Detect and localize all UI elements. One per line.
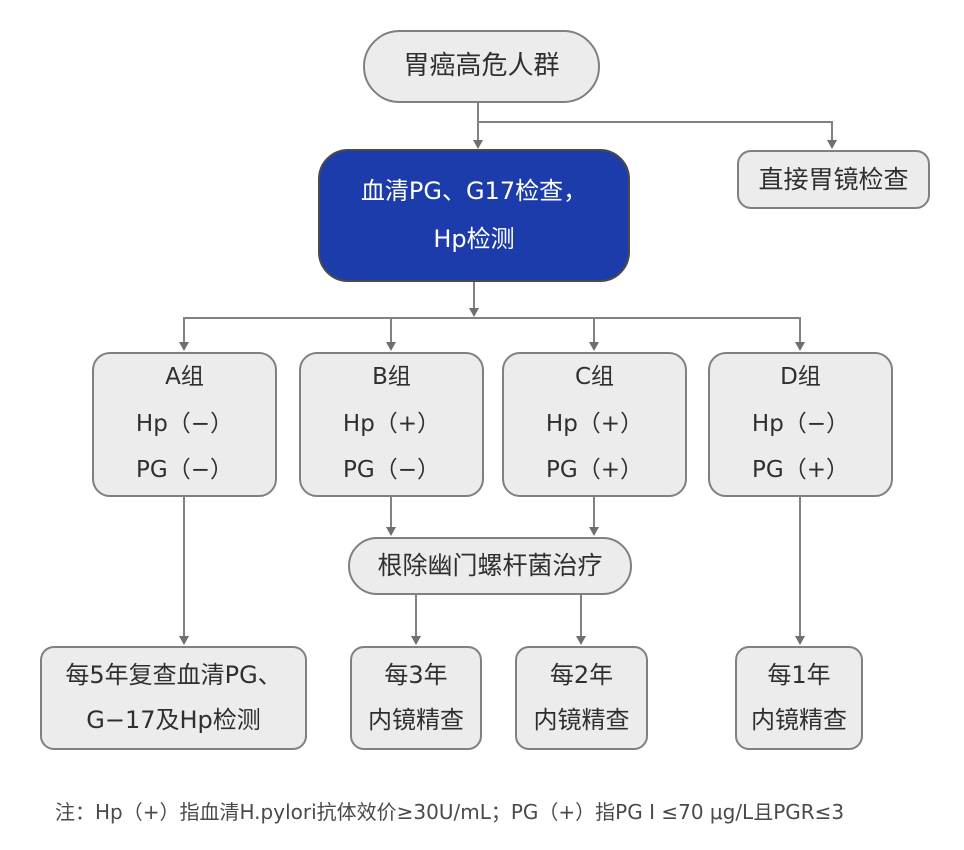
connector-group-a-to-followup-5y — [183, 497, 185, 637]
node-followup-3y: 每3年 内镜精查 — [350, 646, 482, 750]
group-c-hp-status: Hp（+） — [545, 410, 644, 437]
node-followup-1y: 每1年 内镜精查 — [735, 646, 863, 750]
connector-to-group-d — [799, 317, 801, 343]
connector-group-split — [183, 317, 801, 319]
arrow-down-icon — [179, 636, 189, 645]
node-group-d: D组 Hp（−） PG（+） — [708, 352, 893, 497]
followup-3y-line2: 内镜精查 — [368, 706, 464, 734]
connector-group-c-to-eradication — [593, 497, 595, 528]
node-eradication-label: 根除幽门螺杆菌治疗 — [377, 551, 603, 580]
node-serum-test: 血清PG、G17检查， Hp检测 — [318, 149, 630, 282]
arrow-down-icon — [576, 636, 586, 645]
node-start: 胃癌高危人群 — [363, 30, 600, 103]
followup-5y-line2: G−17及Hp检测 — [86, 706, 261, 734]
group-b-pg-status: PG（−） — [343, 457, 440, 484]
node-followup-2y: 每2年 内镜精查 — [515, 646, 648, 750]
arrow-down-icon — [795, 636, 805, 645]
node-direct-gastroscopy: 直接胃镜检查 — [737, 150, 930, 209]
group-a-title: A组 — [165, 364, 204, 391]
group-a-hp-status: Hp（−） — [135, 410, 234, 437]
group-b-hp-status: Hp（+） — [342, 410, 441, 437]
node-eradication: 根除幽门螺杆菌治疗 — [348, 537, 632, 595]
node-group-a: A组 Hp（−） PG（−） — [92, 352, 277, 497]
arrow-down-icon — [179, 342, 189, 351]
node-followup-5y: 每5年复查血清PG、 G−17及Hp检测 — [40, 646, 307, 750]
connector-to-group-c — [593, 317, 595, 343]
connector-eradication-to-followup-3y — [415, 595, 417, 637]
connector-to-direct-gastroscopy — [831, 121, 833, 141]
node-serum-test-line1: 血清PG、G17检查， — [360, 177, 588, 206]
group-c-pg-status: PG（+） — [546, 457, 643, 484]
group-a-pg-status: PG（−） — [136, 457, 233, 484]
group-b-title: B组 — [372, 364, 411, 391]
group-d-pg-status: PG（+） — [752, 457, 849, 484]
group-d-title: D组 — [780, 364, 821, 391]
connector-serum-down — [473, 282, 475, 309]
arrow-down-icon — [386, 527, 396, 536]
connector-group-b-to-eradication — [390, 497, 392, 528]
followup-3y-line1: 每3年 — [384, 661, 448, 690]
footnote: 注：Hp（+）指血清H.pylori抗体效价≥30U/mL；PG（+）指PG Ⅰ… — [55, 800, 845, 824]
node-group-c: C组 Hp（+） PG（+） — [502, 352, 687, 497]
node-start-label: 胃癌高危人群 — [403, 50, 560, 81]
followup-2y-line1: 每2年 — [549, 661, 614, 690]
node-direct-gastroscopy-label: 直接胃镜检查 — [758, 164, 909, 194]
followup-2y-line2: 内镜精查 — [533, 706, 630, 734]
followup-5y-line1: 每5年复查血清PG、 — [65, 661, 282, 690]
connector-to-group-b — [390, 317, 392, 343]
connector-group-d-to-followup-1y — [799, 497, 801, 637]
connector-eradication-to-followup-2y — [580, 595, 582, 637]
arrow-down-icon — [469, 308, 479, 317]
arrow-down-icon — [473, 140, 483, 149]
connector-to-group-a — [183, 317, 185, 343]
group-c-title: C组 — [574, 364, 615, 391]
arrow-down-icon — [589, 527, 599, 536]
node-serum-test-line2: Hp检测 — [433, 225, 515, 253]
arrow-down-icon — [411, 636, 421, 645]
arrow-down-icon — [795, 342, 805, 351]
group-d-hp-status: Hp（−） — [751, 410, 850, 437]
followup-1y-line1: 每1年 — [767, 661, 831, 690]
connector-start-branch-right — [477, 121, 833, 123]
arrow-down-icon — [827, 140, 837, 149]
arrow-down-icon — [386, 342, 396, 351]
node-group-b: B组 Hp（+） PG（−） — [299, 352, 484, 497]
followup-1y-line2: 内镜精查 — [751, 706, 847, 734]
arrow-down-icon — [589, 342, 599, 351]
